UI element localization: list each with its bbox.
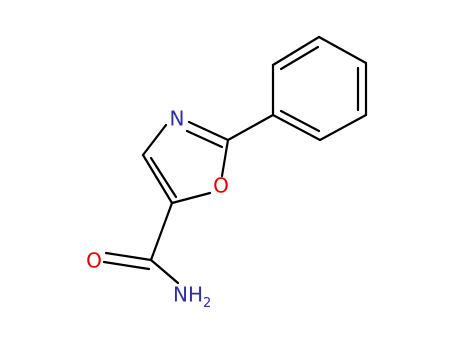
bond-ph-5-inner bbox=[279, 109, 321, 133]
bond-carbonyl-o bbox=[104, 251, 153, 262]
atom-oxygen-carbonyl: O bbox=[86, 249, 102, 273]
bond-n3-c4 bbox=[141, 123, 168, 157]
bond-c2-n3 bbox=[187, 120, 230, 142]
atom-nitrogen-ring: N bbox=[170, 107, 185, 131]
bond-ph-4 bbox=[318, 113, 368, 142]
bond-phenyl-oxazole bbox=[226, 113, 275, 142]
bond-carbonyl-o-inner bbox=[102, 260, 151, 271]
bond-c4-c5-inner bbox=[149, 156, 178, 199]
bond-o1-c2 bbox=[220, 138, 230, 178]
carboxamide-group bbox=[102, 201, 180, 285]
bond-ph-2 bbox=[317, 35, 368, 65]
bond-c5-carbonyl bbox=[149, 201, 174, 262]
bond-ph-5 bbox=[271, 113, 322, 142]
bond-carbonyl-n bbox=[149, 258, 180, 285]
bond-c4-c5 bbox=[141, 153, 174, 205]
oxazole-ring bbox=[141, 120, 230, 205]
phenyl-ring bbox=[271, 35, 368, 142]
atom-oxygen-ring: O bbox=[213, 174, 229, 198]
bond-c2-n3-inner bbox=[185, 129, 224, 149]
bond-c5-o1 bbox=[170, 191, 212, 205]
atom-amide-nitrogen: NH bbox=[173, 283, 203, 307]
bond-ph-1-inner bbox=[279, 45, 320, 71]
atom-amide-subscript: 2 bbox=[203, 296, 211, 311]
bond-ph-1 bbox=[271, 35, 321, 67]
